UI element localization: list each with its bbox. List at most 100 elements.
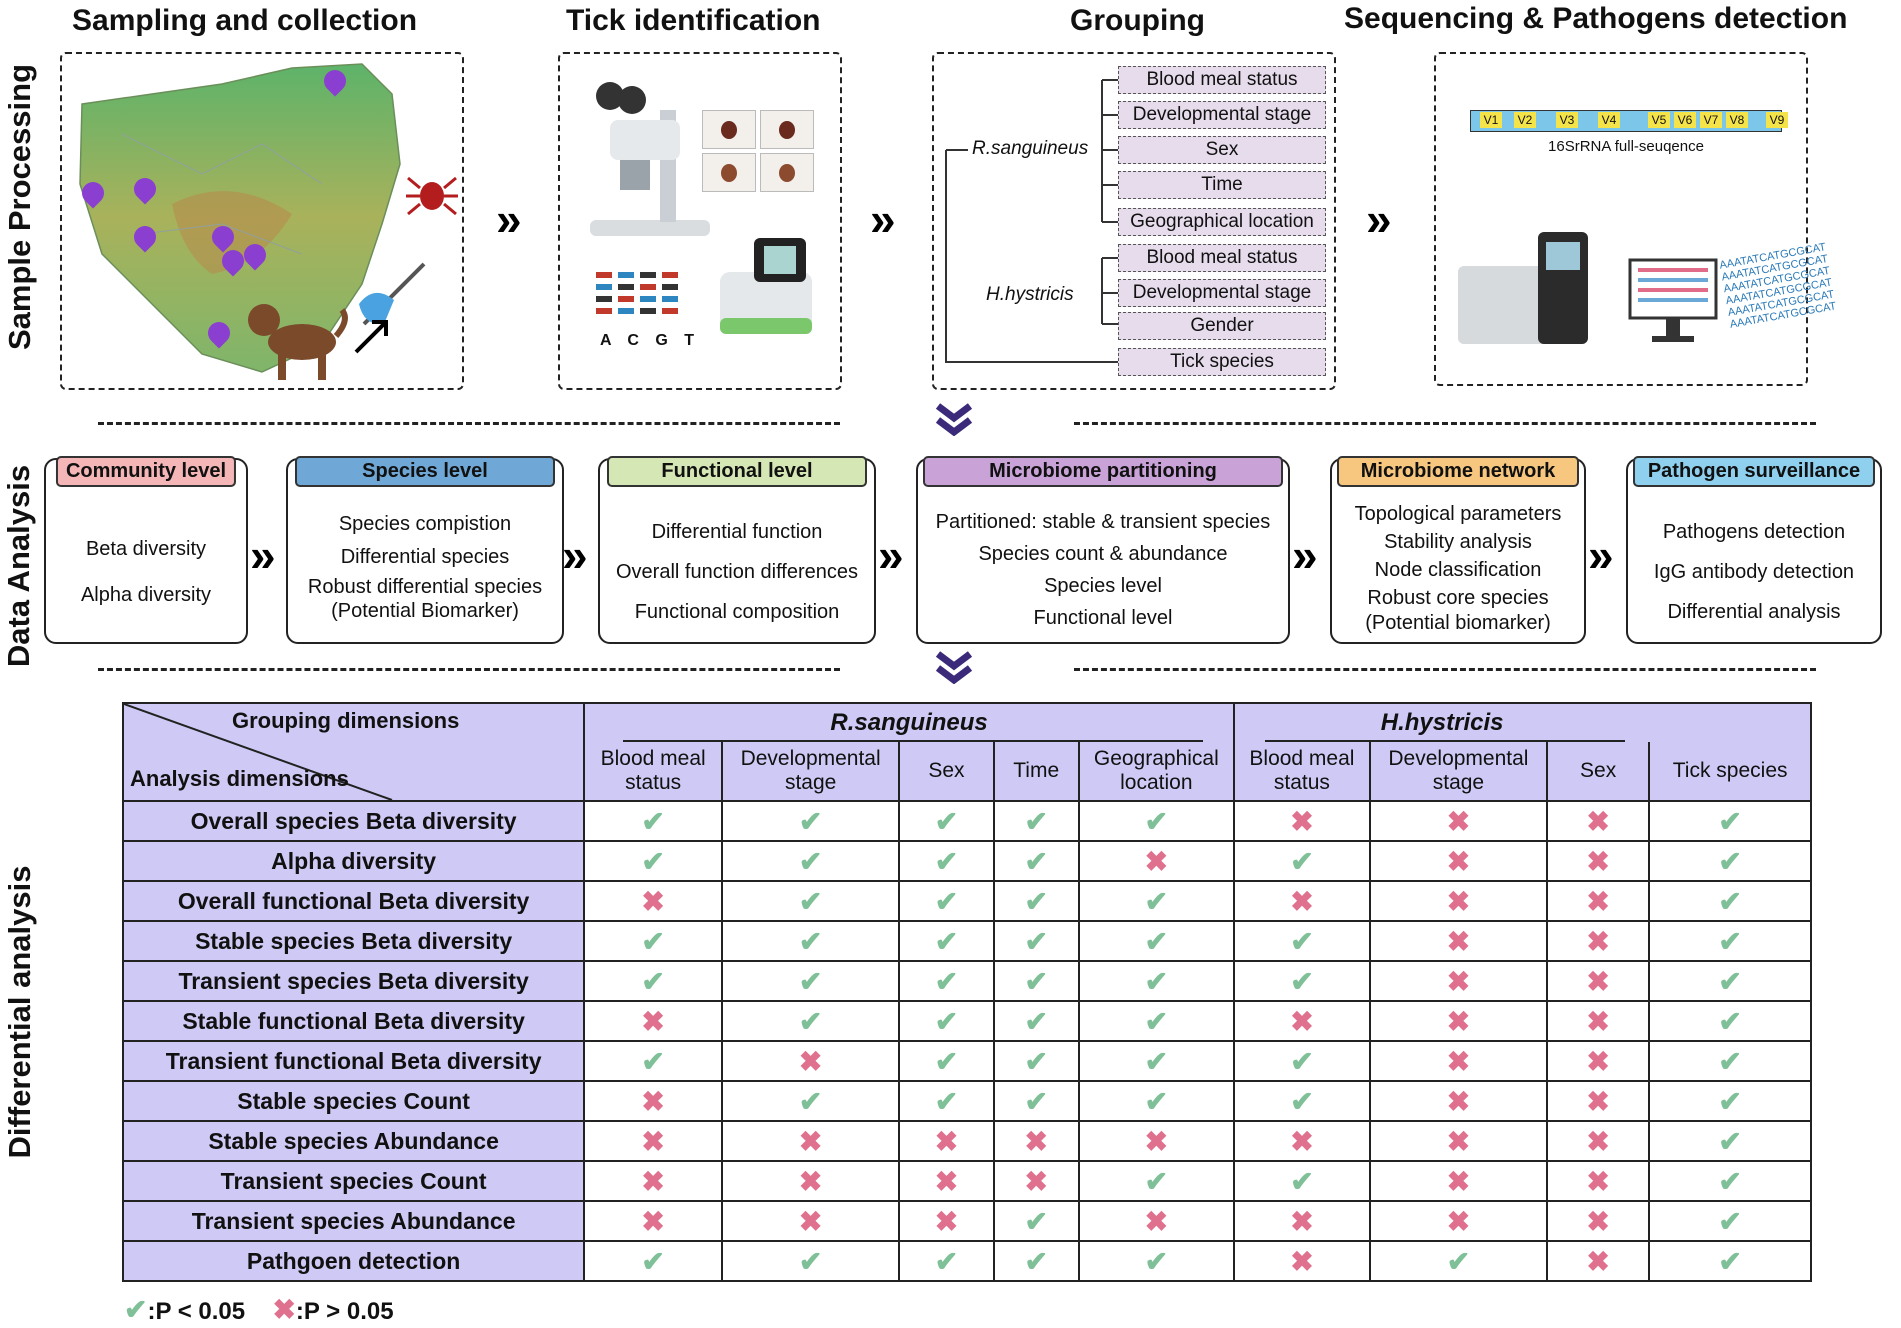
check-icon: ✔: [934, 1005, 959, 1037]
flow-chevron-icon: »: [562, 529, 587, 581]
cross-icon: ✖: [272, 1294, 296, 1325]
significant-cell: ✔: [721, 920, 901, 962]
check-icon: ✔: [1718, 1165, 1742, 1197]
table-row: Transient functional Beta diversity✔✖✔✔✔…: [121, 1040, 1812, 1082]
check-icon: ✔: [1144, 885, 1169, 917]
cross-icon: ✖: [798, 1045, 823, 1077]
check-icon: ✔: [1024, 1085, 1048, 1117]
significant-cell: ✔: [1077, 1160, 1235, 1202]
region-label: V6: [1674, 112, 1696, 128]
check-icon: ✔: [1024, 845, 1048, 877]
grouping-item-tick-species: Tick species: [1118, 348, 1326, 376]
significant-cell: ✔: [992, 960, 1080, 1002]
table-row: Stable functional Beta diversity✖✔✔✔✔✖✖✖…: [121, 1000, 1812, 1042]
table-row: Overall species Beta diversity✔✔✔✔✔✖✖✖✔: [121, 800, 1812, 842]
check-icon: ✔: [934, 845, 959, 877]
island-map: [79, 63, 401, 373]
cross-icon: ✖: [1446, 1125, 1471, 1157]
significant-cell: ✔: [1648, 920, 1812, 962]
check-icon: ✔: [1718, 885, 1742, 917]
nonsignificant-cell: ✖: [1545, 800, 1651, 842]
grouping-item-r-developmental: Developmental stage: [1118, 101, 1326, 129]
significant-cell: ✔: [992, 920, 1080, 962]
nonsignificant-cell: ✖: [721, 1200, 901, 1242]
analysis-title-community: Community level: [55, 456, 237, 487]
nonsignificant-cell: ✖: [1077, 840, 1235, 882]
flow-chevron-icon: »: [1292, 529, 1317, 581]
analysis-box-species: Species level Species compistion Differe…: [286, 456, 564, 644]
significant-cell: ✔: [1232, 840, 1371, 882]
row-label: Stable species Count: [121, 1080, 586, 1122]
sequence-label: 16SrRNA full-seuqence: [1548, 138, 1704, 155]
cross-icon: ✖: [1446, 1085, 1471, 1117]
significant-cell: ✔: [1077, 920, 1235, 962]
check-icon: ✔: [1718, 1245, 1742, 1277]
significant-cell: ✔: [992, 1000, 1080, 1042]
nonsignificant-cell: ✖: [1368, 1120, 1548, 1162]
check-icon: ✔: [641, 925, 665, 957]
check-icon: ✔: [1290, 965, 1314, 997]
significant-cell: ✔: [583, 920, 724, 962]
row-label: Transient functional Beta diversity: [121, 1040, 586, 1082]
cross-icon: ✖: [1446, 845, 1471, 877]
stage-title-sequencing: Sequencing & Pathogens detection: [1344, 2, 1848, 35]
significant-cell: ✔: [1648, 880, 1812, 922]
nonsignificant-cell: ✖: [1232, 1000, 1371, 1042]
row-label: Pathgoen detection: [121, 1240, 586, 1282]
significant-cell: ✔: [1648, 1040, 1812, 1082]
nonsignificant-cell: ✖: [1232, 800, 1371, 842]
cross-icon: ✖: [1586, 845, 1610, 877]
grouping-species-h: H.hystricis: [986, 284, 1074, 305]
cross-icon: ✖: [1290, 805, 1314, 837]
nonsignificant-cell: ✖: [898, 1160, 995, 1202]
nonsignificant-cell: ✖: [583, 1000, 724, 1042]
significant-cell: ✔: [721, 840, 901, 882]
cross-icon: ✖: [1290, 1245, 1314, 1277]
cross-icon: ✖: [1446, 925, 1471, 957]
grouping-item-r-time: Time: [1118, 171, 1326, 199]
microscope-icon: [590, 82, 710, 236]
check-icon: ✔: [124, 1294, 148, 1325]
significant-cell: ✔: [1077, 1080, 1235, 1122]
check-icon: ✔: [1718, 805, 1742, 837]
cross-icon: ✖: [1446, 1005, 1471, 1037]
cross-icon: ✖: [641, 1005, 665, 1037]
legend-nonsig-label: :P > 0.05: [295, 1298, 394, 1325]
row-label: Stable species Abundance: [121, 1120, 586, 1162]
nonsignificant-cell: ✖: [721, 1120, 901, 1162]
nonsignificant-cell: ✖: [583, 1200, 724, 1242]
significant-cell: ✔: [583, 800, 724, 842]
nonsignificant-cell: ✖: [1545, 920, 1651, 962]
significant-cell: ✔: [721, 880, 901, 922]
cross-icon: ✖: [1024, 1165, 1048, 1197]
cross-icon: ✖: [1586, 1165, 1610, 1197]
check-icon: ✔: [934, 1045, 959, 1077]
column-header: Sex: [1545, 742, 1651, 802]
flow-chevron-icon: »: [1366, 193, 1391, 245]
check-icon: ✔: [798, 965, 823, 997]
analysis-box-functional: Functional level Differential function O…: [598, 456, 876, 644]
check-icon: ✔: [1144, 925, 1169, 957]
analysis-box-pathogen: Pathogen surveillance Pathogens detectio…: [1626, 456, 1882, 644]
nonsignificant-cell: ✖: [1368, 800, 1548, 842]
check-icon: ✔: [1144, 1165, 1169, 1197]
significant-cell: ✔: [898, 920, 995, 962]
check-icon: ✔: [934, 1245, 959, 1277]
cross-icon: ✖: [1290, 1205, 1314, 1237]
cross-icon: ✖: [1446, 1205, 1471, 1237]
grouping-item-r-blood-meal: Blood meal status: [1118, 66, 1326, 94]
table-body: Overall species Beta diversity✔✔✔✔✔✖✖✖✔A…: [121, 800, 1812, 1282]
group-header-r: R.sanguineus: [583, 702, 1235, 742]
check-icon: ✔: [798, 1005, 823, 1037]
nonsignificant-cell: ✖: [1545, 1120, 1651, 1162]
check-icon: ✔: [934, 1085, 959, 1117]
grouping-item-r-sex: Sex: [1118, 136, 1326, 164]
significant-cell: ✔: [721, 1000, 901, 1042]
row-label: Alpha diversity: [121, 840, 586, 882]
down-chevron-icon: [934, 650, 974, 685]
nonsignificant-cell: ✖: [1077, 1200, 1235, 1242]
